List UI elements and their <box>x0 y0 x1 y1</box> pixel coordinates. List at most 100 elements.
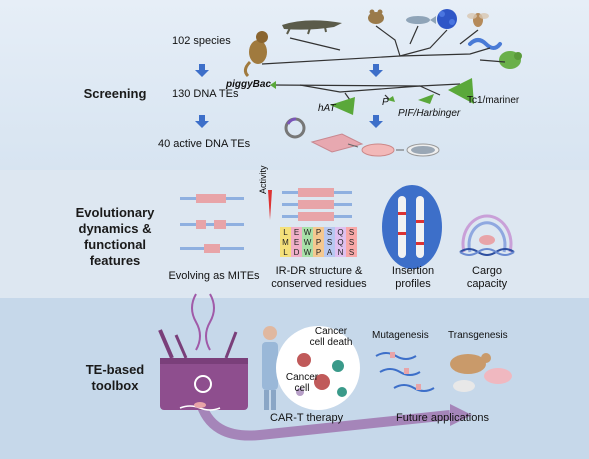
irdr-caption-line1: IR-DR structure & <box>275 265 363 277</box>
residue-cell <box>280 227 291 237</box>
mutagenesis-label: Mutagenesis <box>372 330 429 341</box>
cargo-capacity-icon <box>459 214 515 256</box>
te-family-tree <box>271 83 461 101</box>
residue-letter: W <box>304 238 312 247</box>
petri-dish-icon <box>361 143 395 157</box>
insect-icon <box>467 13 489 27</box>
section-title-toolbox-line2: toolbox <box>91 378 139 393</box>
cancer-death-label-line1: Cancer <box>314 326 348 337</box>
well-plate-icon <box>310 133 364 153</box>
residue-letter: S <box>349 238 354 247</box>
residue-letter: D <box>294 248 300 257</box>
cancer-death-label-line2: cell death <box>309 337 353 348</box>
family-piggybac: piggyBac <box>226 79 272 90</box>
chameleon-icon <box>499 51 522 69</box>
cancer-cell-label: Cancer cell <box>282 372 322 394</box>
residue-cell <box>324 237 335 247</box>
insertion-caption-line1: Insertion <box>391 265 435 277</box>
residue-cell <box>335 237 346 247</box>
frog-icon <box>368 9 384 24</box>
residue-cell <box>291 237 302 247</box>
flow-arrows <box>195 64 383 128</box>
section-title-evolution: Evolutionary dynamics & functional featu… <box>60 205 170 269</box>
section-title-evolution-line2: dynamics & <box>78 221 152 236</box>
residue-cell <box>280 247 291 257</box>
worm-icon <box>468 38 502 50</box>
section-title-toolbox: TE-based toolbox <box>60 362 170 394</box>
activity-bars <box>268 188 352 221</box>
te-family-wedges <box>270 78 474 115</box>
insertion-caption: Insertion profiles <box>378 265 448 291</box>
activity-label: Activity <box>258 165 268 194</box>
residue-letter: P <box>316 228 321 237</box>
residue-cell <box>324 227 335 237</box>
residue-cell <box>302 247 313 257</box>
residue-letter: W <box>304 248 312 257</box>
patient-icon <box>262 326 278 410</box>
cancer-death-label: Cancer cell death <box>306 326 356 348</box>
plasmid-icon <box>284 117 306 139</box>
residue-cell <box>280 237 291 247</box>
cargo-caption: Cargo capacity <box>452 265 522 291</box>
residue-cell <box>302 237 313 247</box>
family-hat: hAT <box>318 103 336 114</box>
residue-letter: E <box>294 238 299 247</box>
residue-cell <box>313 237 324 247</box>
residue-letter: W <box>304 228 312 237</box>
residue-cell <box>346 237 357 247</box>
section-title-screening: Screening <box>83 86 147 101</box>
residue-letter: M <box>282 238 289 247</box>
residue-letter: L <box>283 248 288 257</box>
mite-diagram <box>180 194 244 253</box>
active-te-count: 40 active DNA TEs <box>158 138 251 150</box>
cancer-cell-label-line2: cell <box>294 383 310 394</box>
colony-dish-icon <box>406 143 440 157</box>
residue-letter: P <box>316 238 321 247</box>
residue-letter: S <box>327 238 332 247</box>
future-applications-caption: Future applications <box>396 412 489 424</box>
cargo-caption-line2: capacity <box>466 278 508 290</box>
section-title-toolbox-line1: TE-based <box>85 362 145 377</box>
transgenesis-label: Transgenesis <box>448 330 508 341</box>
family-pif-harbinger: PIF/Harbinger <box>398 108 461 119</box>
residue-letter: Q <box>337 228 343 237</box>
family-p: P <box>382 97 389 108</box>
residue-letter: Q <box>337 238 343 247</box>
residue-cell <box>335 227 346 237</box>
residue-cell <box>291 227 302 237</box>
species-count: 102 species <box>172 35 231 47</box>
residue-letter: E <box>294 228 299 237</box>
residue-letter: S <box>327 228 332 237</box>
residue-letter: N <box>338 248 344 257</box>
section-title-evolution-line4: features <box>89 253 141 268</box>
residue-cell <box>291 247 302 257</box>
mites-caption: Evolving as MITEs <box>168 270 260 282</box>
residue-cell <box>313 247 324 257</box>
lab-arrows <box>347 143 404 151</box>
dna-te-count: 130 DNA TEs <box>172 88 239 100</box>
irdr-caption: IR-DR structure & conserved residues <box>264 265 374 291</box>
coral-icon <box>437 9 457 29</box>
residue-letter: P <box>316 248 321 257</box>
section-title-evolution-line1: Evolutionary <box>75 205 155 220</box>
primate-icon <box>243 31 268 78</box>
cancer-circle <box>276 326 360 410</box>
section-title-evolution-line3: functional <box>83 237 147 252</box>
cargo-caption-line1: Cargo <box>472 265 502 277</box>
insertion-caption-line2: profiles <box>395 278 431 290</box>
residue-cell <box>346 227 357 237</box>
crocodile-icon <box>282 20 342 35</box>
transgenic-animals-icon <box>450 353 512 392</box>
mutagenesis-dna-icon <box>375 352 435 392</box>
irdr-caption-line2: conserved residues <box>271 278 367 290</box>
residue-letter: L <box>283 228 288 237</box>
toolbox-icon <box>158 293 248 411</box>
residue-cell <box>335 247 346 257</box>
residue-letter: A <box>327 248 333 257</box>
cancer-cell-label-line1: Cancer <box>285 372 319 383</box>
cart-caption: CAR-T therapy <box>270 412 344 424</box>
residue-letter: S <box>349 248 354 257</box>
residue-cell <box>313 227 324 237</box>
